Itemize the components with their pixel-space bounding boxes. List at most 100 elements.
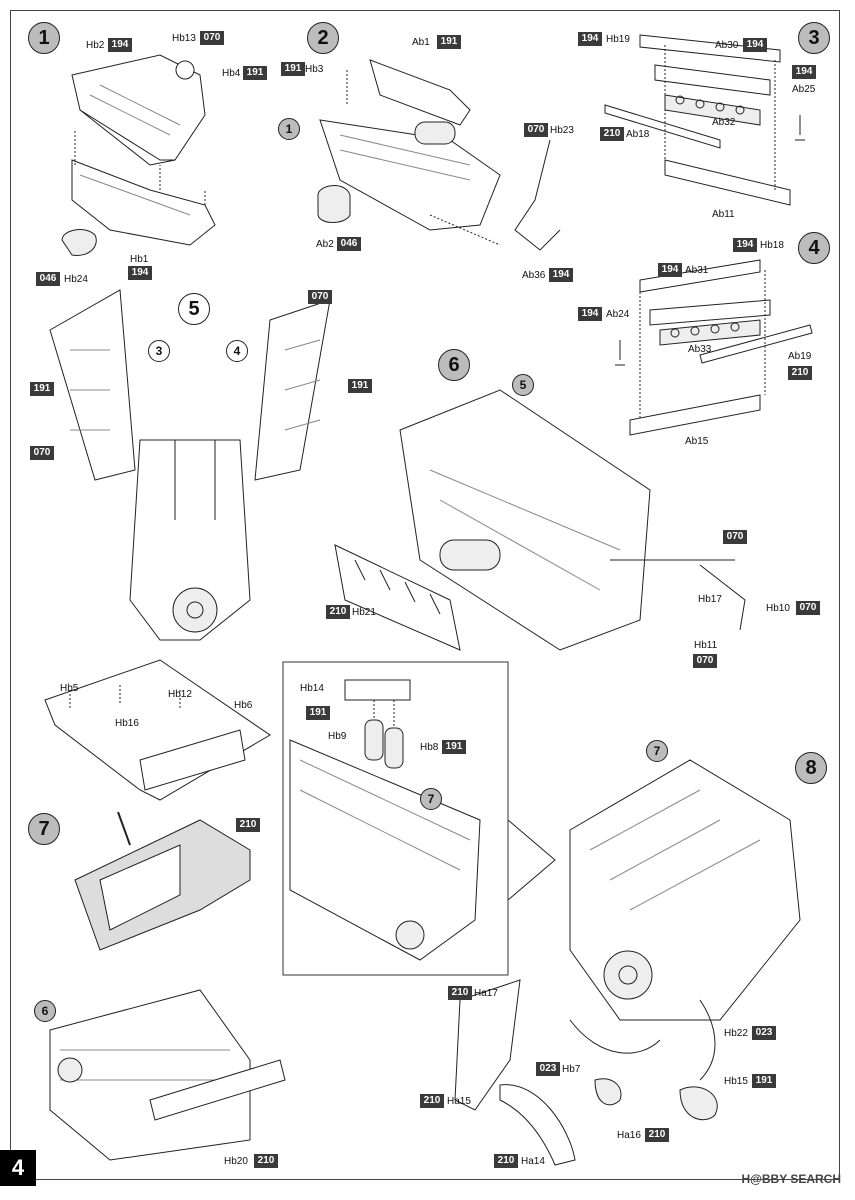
part-label-hb5: Hb5 (60, 683, 79, 694)
watermark: H@BBY SEARCH (741, 1172, 842, 1186)
color-code-ab1: 191 (437, 35, 461, 49)
part-label-ab36: Ab36 (522, 270, 546, 281)
page-number: 4 (0, 1150, 36, 1186)
part-label-hb22: Hb22 (724, 1028, 748, 1039)
step1-drawing (61, 54, 216, 256)
color-code-ab2: 046 (337, 237, 361, 251)
color-code-ha17: 210 (448, 986, 472, 1000)
color-code-hb19: 194 (578, 32, 602, 46)
part-label-hb8: Hb8 (420, 742, 439, 753)
reference-marker-7-inset: 7 (420, 788, 442, 810)
part-label-ab11: Ab11 (712, 209, 735, 220)
part-label-hb14: Hb14 (300, 683, 324, 694)
color-code-ha15: 210 (420, 1094, 444, 1108)
part-label-ab30: Ab30 (715, 40, 739, 51)
color-code-hb10: 070 (796, 601, 820, 615)
part-label-hb15: Hb15 (724, 1076, 748, 1087)
part-label-ab24: Ab24 (606, 309, 630, 320)
part-label-hb16: Hb16 (115, 718, 139, 729)
step-marker-7: 7 (28, 813, 60, 845)
color-code-ha14: 210 (494, 1154, 518, 1168)
color-code-210-step7: 210 (236, 818, 260, 832)
step-marker-8: 8 (795, 752, 827, 784)
color-code-191-left: 191 (30, 382, 54, 396)
step5-drawing (49, 289, 331, 641)
step2-drawing (317, 59, 561, 251)
step-marker-2: 2 (307, 22, 339, 54)
color-code-hb4: 191 (243, 66, 267, 80)
color-code-hb20: 210 (254, 1154, 278, 1168)
color-code-hb8: 191 (442, 740, 466, 754)
color-code-hb3: 191 (281, 62, 305, 76)
color-code-ha16: 210 (645, 1128, 669, 1142)
color-code-hb22: 023 (752, 1026, 776, 1040)
part-label-hb11: Hb11 (694, 640, 718, 651)
color-code-hb13: 070 (200, 31, 224, 45)
part-label-ha14: Ha14 (521, 1156, 545, 1167)
part-label-hb23: Hb23 (550, 125, 574, 136)
part-label-hb19: Hb19 (606, 34, 630, 45)
part-label-hb17: Hb17 (698, 594, 722, 605)
part-label-ab32: Ab32 (712, 117, 736, 128)
color-code-hb2: 194 (108, 38, 132, 52)
part-label-hb12: Hb12 (168, 689, 192, 700)
color-code-070-left: 070 (30, 446, 54, 460)
part-label-hb24: Hb24 (64, 274, 88, 285)
part-label-ha17: Ha17 (474, 988, 498, 999)
color-code-ab30: 194 (743, 38, 767, 52)
page-frame (10, 10, 840, 1180)
part-label-hb7: Hb7 (562, 1064, 581, 1075)
reference-marker-6: 6 (34, 1000, 56, 1022)
step4-drawing (615, 259, 813, 436)
color-code-070-top: 070 (308, 290, 332, 304)
part-label-ab25: Ab25 (792, 84, 816, 95)
part-label-ab33: Ab33 (688, 344, 712, 355)
color-code-ab19: 210 (788, 366, 812, 380)
color-code-070-step6: 070 (723, 530, 747, 544)
part-label-hb10: Hb10 (766, 603, 790, 614)
reference-marker-4: 4 (226, 340, 248, 362)
color-code-ab24: 194 (578, 307, 602, 321)
step-marker-1: 1 (28, 22, 60, 54)
color-code-191-right: 191 (348, 379, 372, 393)
part-label-hb13: Hb13 (172, 33, 196, 44)
color-code-ab31: 194 (658, 263, 682, 277)
step-marker-4: 4 (798, 232, 830, 264)
part-label-hb4: Hb4 (222, 68, 241, 79)
color-code-ab25: 194 (792, 65, 816, 79)
part-label-hb9: Hb9 (328, 731, 347, 742)
part-label-ab31: Ab31 (685, 265, 709, 276)
step-marker-6: 6 (438, 349, 470, 381)
part-label-ha15: Ha15 (447, 1096, 471, 1107)
part-label-hb2: Hb2 (86, 40, 105, 51)
step3-drawing (604, 34, 805, 206)
color-code-hb18: 194 (733, 238, 757, 252)
color-code-hb1: 194 (128, 266, 152, 280)
part-label-hb20: Hb20 (224, 1156, 248, 1167)
step-marker-3: 3 (798, 22, 830, 54)
part-label-ab18: Ab18 (626, 129, 650, 140)
part-label-ab2: Ab2 (316, 239, 334, 250)
color-code-hb11: 070 (693, 654, 717, 668)
reference-marker-1: 1 (278, 118, 300, 140)
part-label-ab15: Ab15 (685, 436, 709, 447)
color-code-hb7: 023 (536, 1062, 560, 1076)
step-marker-5: 5 (178, 293, 210, 325)
reference-marker-7-step8: 7 (646, 740, 668, 762)
color-code-hb9: 191 (306, 706, 330, 720)
part-label-hb18: Hb18 (760, 240, 784, 251)
inset-drawing (282, 661, 556, 976)
color-code-hb21: 210 (326, 605, 350, 619)
color-code-ab18: 210 (600, 127, 624, 141)
color-code-hb15: 191 (752, 1074, 776, 1088)
color-code-ab36: 194 (549, 268, 573, 282)
color-code-hb23: 070 (524, 123, 548, 137)
reference-marker-5: 5 (512, 374, 534, 396)
part-label-hb21: Hb21 (352, 607, 376, 618)
step8-drawing (454, 759, 801, 1166)
reference-marker-3: 3 (148, 340, 170, 362)
part-label-hb3: Hb3 (305, 64, 324, 75)
part-label-hb6: Hb6 (234, 700, 253, 711)
